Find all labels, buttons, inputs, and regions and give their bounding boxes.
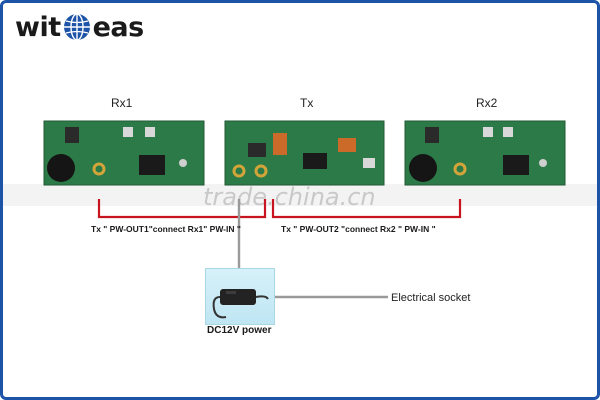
- watermark-band: [3, 184, 597, 206]
- power-adapter-icon: [212, 289, 269, 319]
- logo-prefix: wit: [15, 11, 61, 43]
- power-adapter-photo: [205, 268, 275, 325]
- power-label: DC12V power: [207, 325, 272, 336]
- connection-label-rx1: Tx " PW-OUT1"connect Rx1" PW-IN ": [91, 224, 241, 234]
- wire-tx-rx2: [271, 199, 462, 219]
- witeas-logo: wit eas: [15, 11, 144, 43]
- board-tx: [224, 120, 385, 186]
- diagram-canvas: [43, 120, 566, 299]
- logo-suffix: eas: [92, 11, 145, 43]
- board-rx2: [404, 120, 566, 186]
- watermark-text: trade.china.cn: [203, 183, 376, 211]
- socket-label: Electrical socket: [391, 292, 471, 304]
- board-rx1: [43, 120, 205, 186]
- connection-label-rx2: Tx " PW-OUT2 "connect Rx2 " PW-IN ": [281, 224, 436, 234]
- globe-icon: [63, 13, 90, 41]
- board-label-tx: Tx: [300, 96, 314, 110]
- board-label-rx2: Rx2: [476, 96, 498, 110]
- wire-tx-rx1: [97, 199, 267, 219]
- board-label-rx1: Rx1: [111, 96, 133, 110]
